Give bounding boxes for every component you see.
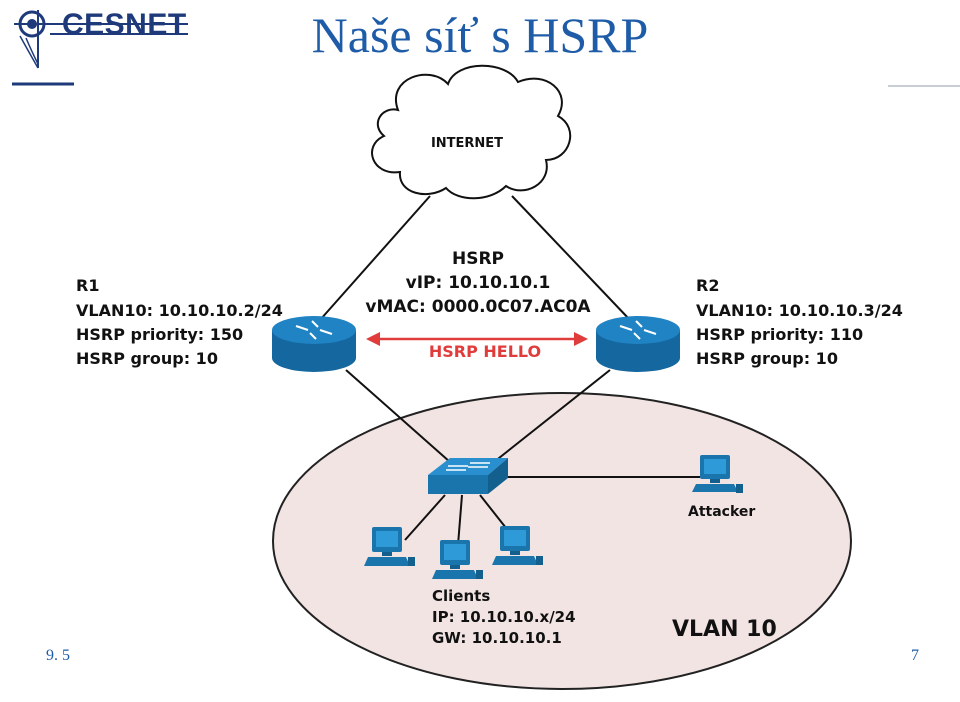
footer-date: 9. 5 [46,647,70,664]
attacker-computer-icon [692,455,743,493]
hsrp-title: HSRP [452,249,504,269]
r2-vlan: VLAN10: 10.10.10.3/24 [696,301,903,320]
r2-name: R2 [696,276,719,295]
r1-group: HSRP group: 10 [76,349,218,368]
cesnet-emblem-icon [12,10,188,86]
switch-icon [428,458,508,494]
link-internet-r2 [511,195,631,321]
link-r1-switch [345,369,451,463]
page-number: 7 [911,647,919,664]
link-internet-r1 [319,195,431,321]
slide-title: Naše síť s HSRP [311,7,649,63]
router-r2-icon [596,316,680,372]
hsrp-hello-arrow [366,332,588,346]
hsrp-vip: vIP: 10.10.10.1 [406,273,551,293]
clients-label: Clients [432,587,490,605]
link-switch-client1 [404,494,446,541]
client-computer-icon-1 [364,527,415,566]
clients-ip: IP: 10.10.10.x/24 [432,608,576,626]
attacker-label: Attacker [688,504,755,520]
r2-group: HSRP group: 10 [696,349,838,368]
client-computer-icon-2 [432,540,483,579]
r1-priority: HSRP priority: 150 [76,325,243,344]
router-r1-icon [272,316,356,372]
logo-text: CESNET [62,8,187,41]
client-computer-icon-3 [492,526,543,565]
cesnet-logo: CESNET [12,4,192,88]
link-r2-switch [493,369,611,463]
r1-name: R1 [76,276,99,295]
hsrp-vmac: vMAC: 0000.0C07.AC0A [365,297,591,317]
internet-cloud-icon [371,64,572,200]
internet-label: INTERNET [431,136,503,151]
links [319,195,700,546]
r2-priority: HSRP priority: 110 [696,325,863,344]
r1-vlan: VLAN10: 10.10.10.2/24 [76,301,283,320]
link-switch-client2 [457,494,463,546]
hsrp-hello-label: HSRP HELLO [429,342,541,361]
vlan-label: VLAN 10 [672,617,777,642]
clients-gw: GW: 10.10.10.1 [432,629,562,647]
vlan-area [272,392,852,690]
